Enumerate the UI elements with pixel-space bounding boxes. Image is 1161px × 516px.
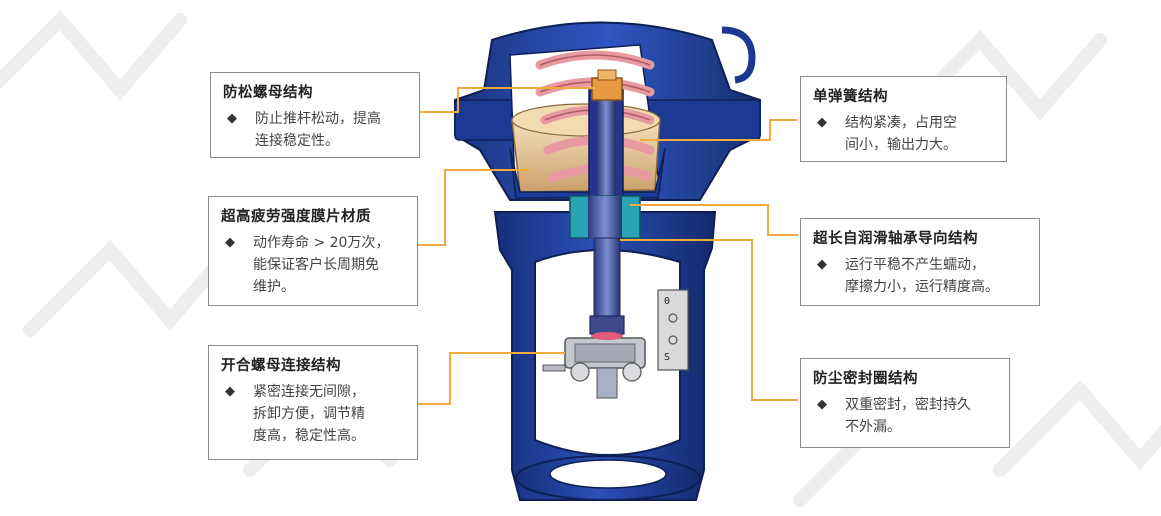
callout-body: ◆ 动作寿命 > 20万次， 能保证客户长周期免 维护。: [221, 232, 407, 298]
bullet-icon: ◆: [225, 384, 235, 399]
callout-title: 超高疲劳强度膜片材质: [221, 209, 371, 225]
callout-self-lubricating-bearing: 超长自润滑轴承导向结构 ◆ 运行平稳不产生蠕动， 摩擦力小，运行精度高。: [800, 218, 1040, 306]
leader-lines: [415, 87, 798, 405]
callout-anti-loosening-nut: 防松螺母结构 ◆ 防止推杆松动，提高 连接稳定性。: [210, 72, 420, 158]
callout-dust-seal-ring: 防尘密封圈结构 ◆ 双重密封，密封持久 不外漏。: [800, 358, 1010, 448]
callout-single-spring: 单弹簧结构 ◆ 结构紧凑，占用空 间小，输出力大。: [800, 76, 1007, 162]
bullet-icon: ◆: [227, 111, 237, 126]
callout-body: ◆ 紧密连接无间隙， 拆卸方便，调节精 度高，稳定性高。: [221, 381, 407, 447]
callout-title: 超长自润滑轴承导向结构: [813, 231, 978, 247]
callout-title: 单弹簧结构: [813, 89, 888, 105]
bullet-icon: ◆: [817, 397, 827, 412]
callout-split-nut-connection: 开合螺母连接结构 ◆ 紧密连接无间隙， 拆卸方便，调节精 度高，稳定性高。: [208, 345, 418, 460]
bullet-icon: ◆: [817, 115, 827, 130]
callout-title: 防松螺母结构: [223, 85, 313, 101]
callout-body: ◆ 运行平稳不产生蠕动， 摩擦力小，运行精度高。: [813, 254, 1029, 298]
callout-diaphragm-material: 超高疲劳强度膜片材质 ◆ 动作寿命 > 20万次， 能保证客户长周期免 维护。: [208, 196, 418, 306]
actuator-stem: [542, 69, 646, 399]
bullet-icon: ◆: [225, 235, 235, 250]
scale-mark-zero: 0: [664, 296, 670, 307]
callout-title: 防尘密封圈结构: [813, 371, 918, 387]
callout-body: ◆ 结构紧凑，占用空 间小，输出力大。: [813, 112, 996, 156]
scale-mark-s: S: [664, 352, 670, 363]
callout-body: ◆ 双重密封，密封持久 不外漏。: [813, 394, 999, 438]
bullet-icon: ◆: [817, 257, 827, 272]
callout-title: 开合螺母连接结构: [221, 358, 341, 374]
callout-body: ◆ 防止推杆松动，提高 连接稳定性。: [223, 108, 409, 152]
stroke-scale-plate: 0 S: [657, 289, 689, 371]
